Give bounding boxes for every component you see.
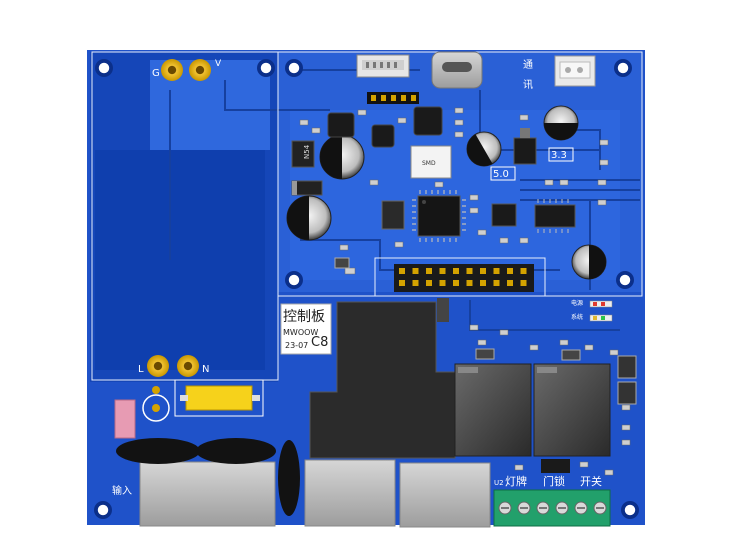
header-pin <box>399 280 405 286</box>
terminal-switch: 开关 <box>580 474 602 488</box>
label-system: 系统 <box>571 313 583 321</box>
terminal-lamp: 灯牌 <box>505 474 527 488</box>
xin-label: 讯 <box>523 79 533 91</box>
label-power: 电源 <box>571 299 583 307</box>
header-pin <box>520 280 527 286</box>
pad-l-label: L <box>138 364 144 375</box>
header-pin <box>426 268 432 274</box>
board-model: C8 <box>311 335 328 350</box>
regulator <box>513 137 537 165</box>
header-pin <box>493 280 500 286</box>
smd-parts <box>299 107 631 476</box>
pink-component <box>114 399 136 439</box>
relay-1 <box>454 363 532 457</box>
label-5v: 5.0 <box>493 169 509 180</box>
status-leds <box>589 300 613 322</box>
pin-header-2x10 <box>394 264 534 292</box>
board-date: 23-07 <box>285 341 308 350</box>
header-pin <box>439 280 446 286</box>
terminal-lock: 门锁 <box>543 474 565 488</box>
header-pin <box>507 280 513 286</box>
power-ic <box>410 145 452 179</box>
label-input: 输入 <box>112 484 132 497</box>
relay-2 <box>533 363 611 457</box>
header-pins-top <box>367 92 419 104</box>
svg-text:N54: N54 <box>303 144 311 159</box>
ic-3 <box>491 203 517 227</box>
board-marking: 控制板 MWOOW 23-07 C8 <box>280 303 332 355</box>
pad-g-label: G <box>152 68 160 79</box>
pad-n <box>177 355 199 377</box>
capacitor-4 <box>543 105 579 141</box>
header-pin <box>480 268 486 274</box>
ic-2 <box>381 200 405 230</box>
header-pin <box>399 268 405 274</box>
pad-v <box>189 59 211 81</box>
header-pin <box>426 280 432 286</box>
mounting-holes <box>94 59 639 519</box>
heatsink <box>309 301 456 459</box>
header-pin <box>507 268 513 274</box>
header-pin <box>520 268 527 274</box>
board-brand: MWOOW <box>283 328 318 337</box>
mcu-chip <box>412 190 466 242</box>
header-pin <box>453 268 459 274</box>
top-connector-ffc <box>356 54 410 78</box>
header-pin <box>466 268 473 274</box>
capacitor-2 <box>286 195 332 241</box>
ic-4 <box>534 204 576 228</box>
usb-c-connector <box>431 51 483 89</box>
inductor-3 <box>413 106 443 136</box>
label-33v: 3.3 <box>551 150 567 161</box>
varistor <box>142 394 170 422</box>
header-pin <box>466 280 473 286</box>
ferrite-cables <box>116 438 300 516</box>
inductor-2 <box>371 124 395 148</box>
terminal-block <box>493 489 611 527</box>
fuse-block <box>174 379 264 417</box>
capacitor-5 <box>571 244 607 280</box>
pad-g <box>161 59 183 81</box>
power-ic-text: SMD <box>422 160 436 167</box>
input-terminal <box>139 459 491 528</box>
header-pin <box>493 268 500 274</box>
header-pin <box>480 280 486 286</box>
capacitor-3 <box>466 131 502 167</box>
header-pin <box>453 280 459 286</box>
board-title: 控制板 <box>283 309 325 325</box>
pad-n-label: N <box>202 364 209 375</box>
inductor-1 <box>327 112 355 138</box>
pad-v-label: V <box>215 59 222 69</box>
tong-label: 通 <box>523 59 533 71</box>
side-connector <box>554 55 596 87</box>
diode-1 <box>291 140 315 168</box>
capacitor-1 <box>319 134 365 180</box>
header-pin <box>412 268 419 274</box>
header-pin <box>439 268 446 274</box>
pad-l <box>147 355 169 377</box>
header-pin <box>412 280 419 286</box>
label-u2: U2 <box>494 479 504 487</box>
